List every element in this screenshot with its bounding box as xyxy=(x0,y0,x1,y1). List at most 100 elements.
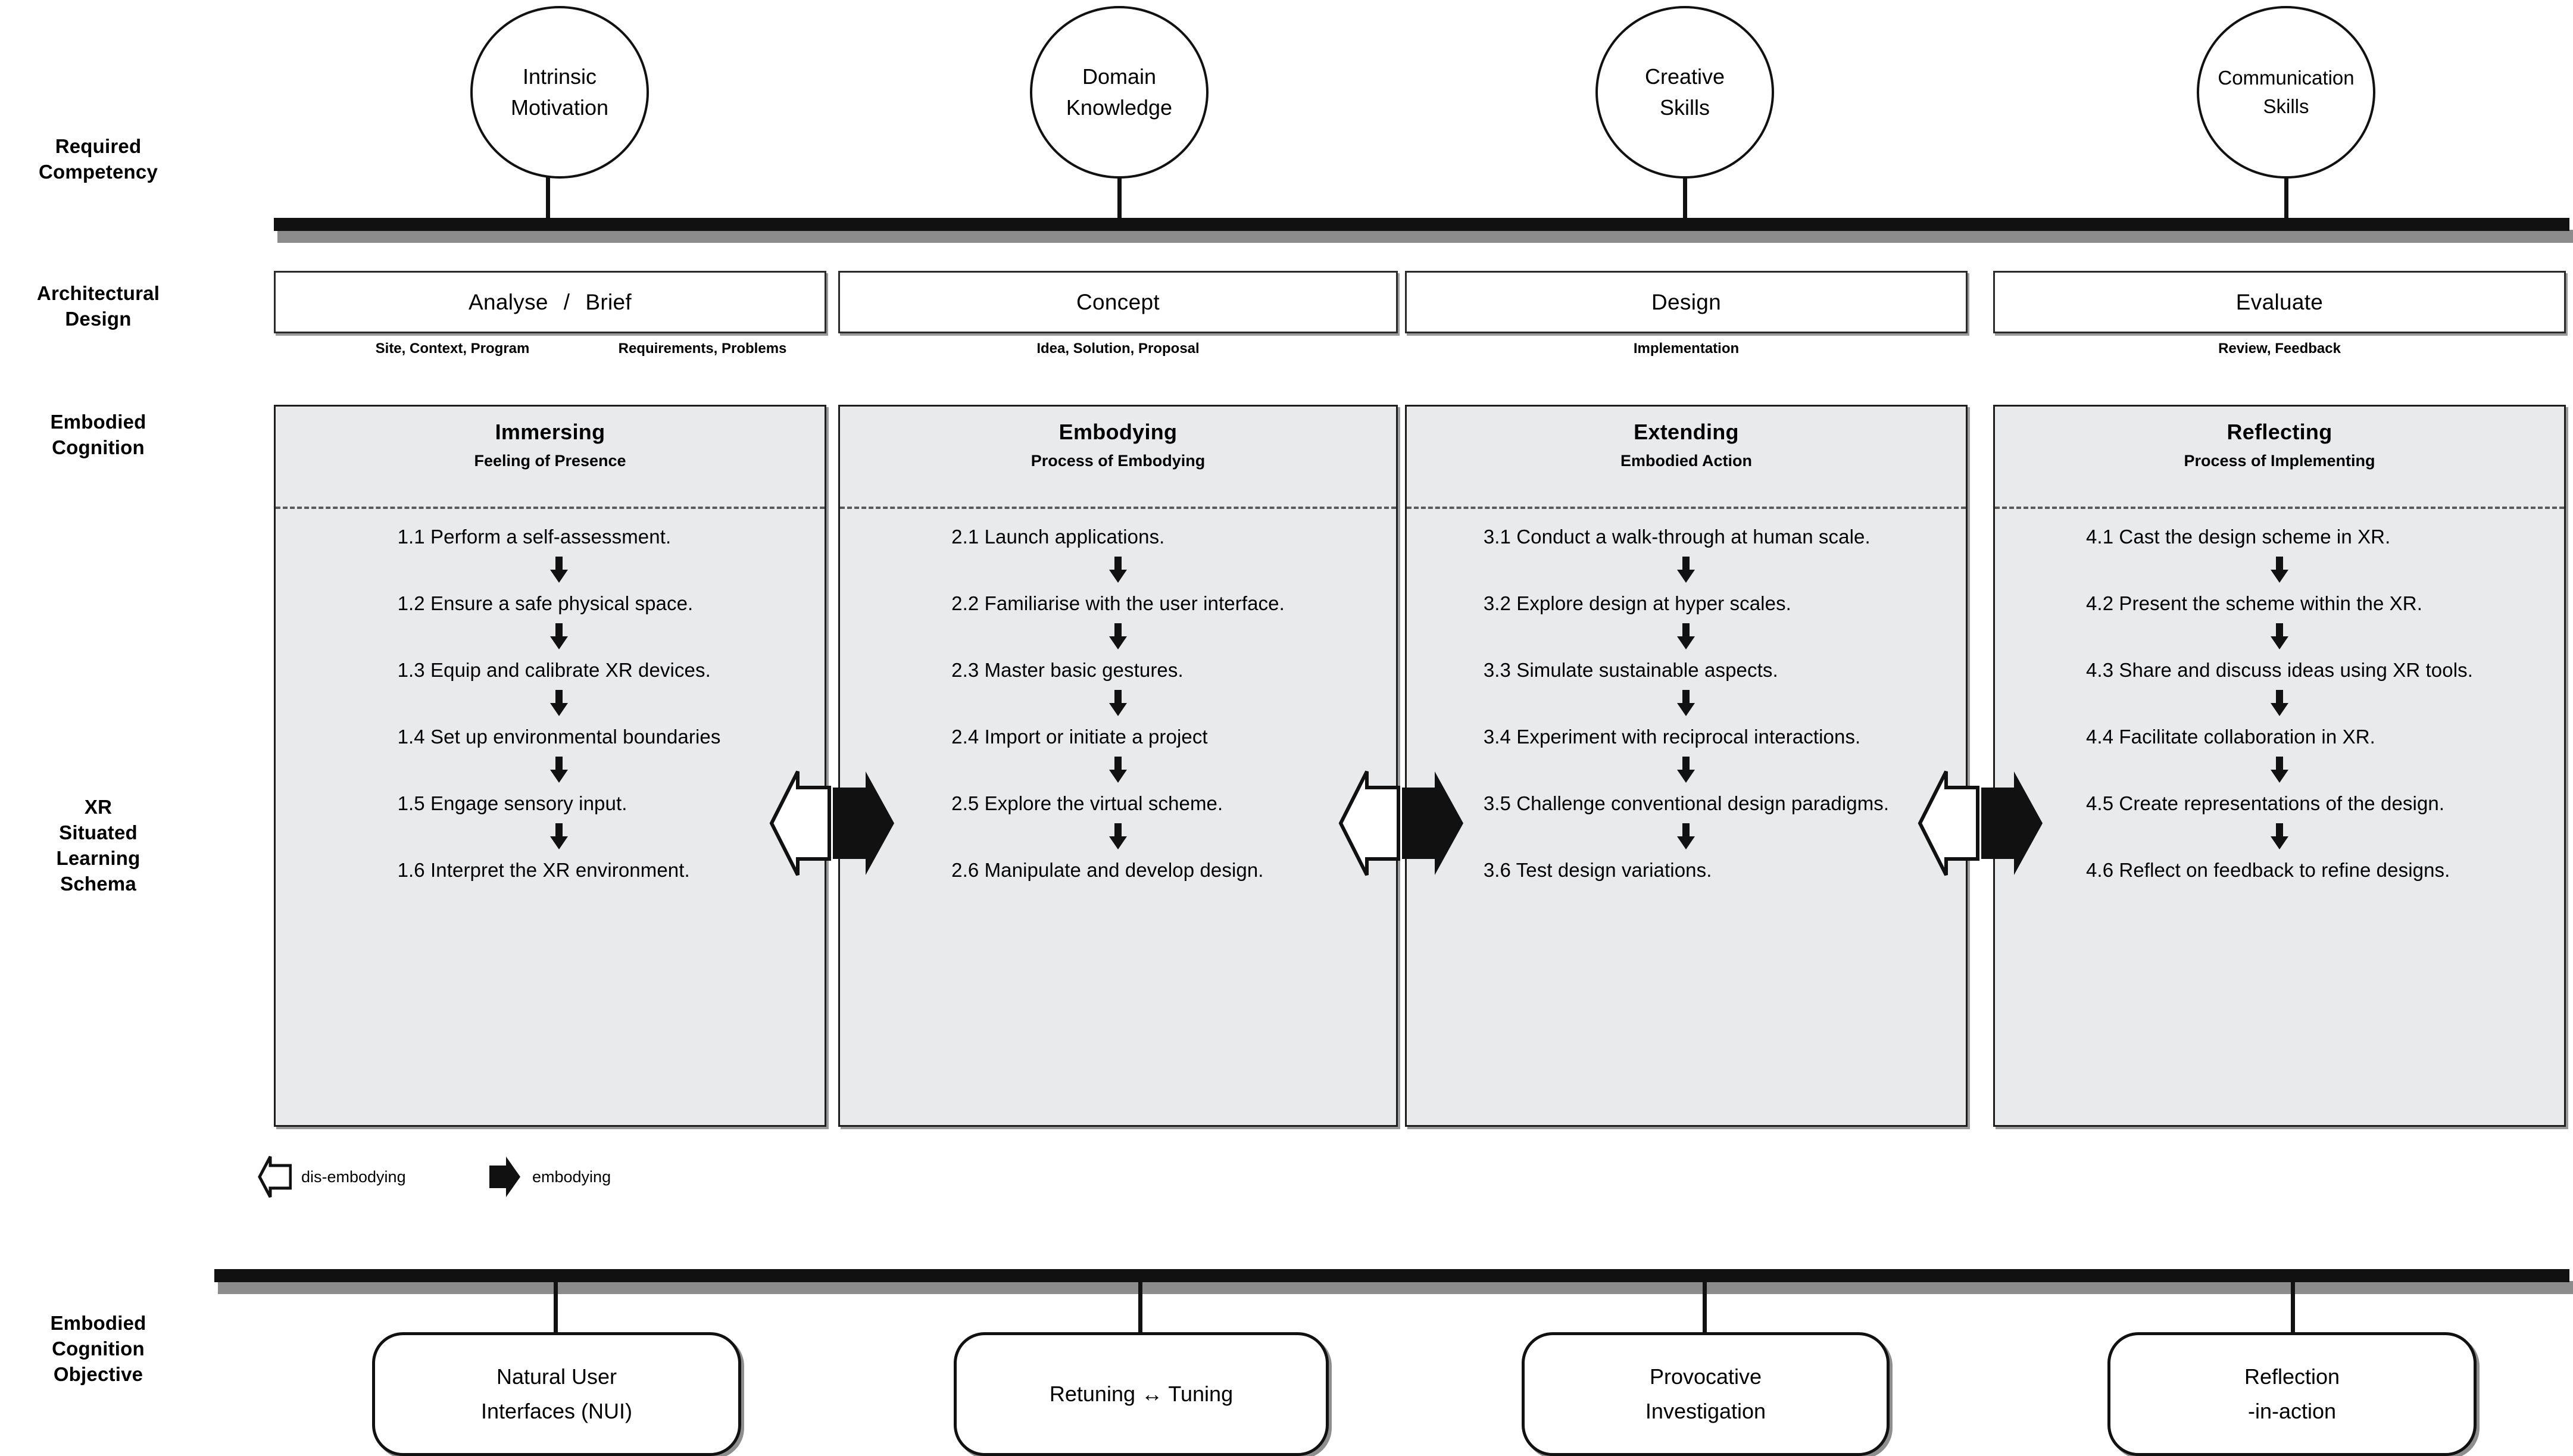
schema-step[interactable]: 2.6 Manipulate and develop design. xyxy=(951,859,1264,881)
down-arrow-icon xyxy=(1677,690,1695,716)
schema-step[interactable]: 4.1 Cast the design scheme in XR. xyxy=(2085,526,2391,548)
top-rail xyxy=(274,218,2569,231)
stage-title-right: Brief xyxy=(585,289,632,314)
objective-stem-4 xyxy=(2291,1281,2295,1335)
schema-panel-immersing: Immersing Feeling of Presence 1.1 Perfor… xyxy=(274,405,826,1127)
panel-title: Reflecting xyxy=(2227,420,2332,444)
panel-step-list: 4.1 Cast the design scheme in XR. 4.2 Pr… xyxy=(1995,526,2564,882)
competency-label: Domain Knowledge xyxy=(1066,64,1173,120)
down-arrow-icon xyxy=(550,557,568,583)
stage-title-slash: / xyxy=(563,289,570,314)
down-arrow-icon xyxy=(2270,757,2288,783)
competency-label: Communication Skills xyxy=(2218,67,2355,117)
panel-divider xyxy=(1995,507,2564,509)
competency-circle-communication-skills[interactable]: Communication Skills xyxy=(2197,6,2375,179)
schema-step[interactable]: 3.3 Simulate sustainable aspects. xyxy=(1483,659,1778,681)
panel-title: Extending xyxy=(1634,420,1739,444)
panel-divider xyxy=(840,507,1396,509)
objective-stem-1 xyxy=(554,1281,558,1335)
objective-label: Natural User Interfaces (NUI) xyxy=(480,1364,633,1423)
panel-subtitle: Process of Implementing xyxy=(2184,452,2375,470)
schema-step[interactable]: 4.2 Present the scheme within the XR. xyxy=(2085,592,2422,614)
objective-stem-2 xyxy=(1138,1281,1142,1335)
row-label-xr-situated-learning-schema: XR Situated Learning Schema xyxy=(56,796,140,895)
schema-step[interactable]: 3.5 Challenge conventional design paradi… xyxy=(1483,792,1890,814)
schema-step[interactable]: 1.5 Engage sensory input. xyxy=(397,792,627,814)
schema-step[interactable]: 4.3 Share and discuss ideas using XR too… xyxy=(2085,659,2473,681)
schema-step[interactable]: 3.6 Test design variations. xyxy=(1483,859,1712,881)
panel-header: Reflecting Process of Implementing xyxy=(1995,420,2564,470)
down-arrow-icon xyxy=(2270,623,2288,649)
panel-subtitle: Embodied Action xyxy=(1620,452,1752,470)
competency-stem-2 xyxy=(1117,177,1122,225)
objective-box-provocative-investigation[interactable]: Provocative Investigation xyxy=(1522,1332,1890,1456)
competency-label: Intrinsic Motivation xyxy=(510,64,609,120)
schema-step[interactable]: 1.6 Interpret the XR environment. xyxy=(397,859,690,881)
objective-box-natural-user-interfaces[interactable]: Natural User Interfaces (NUI) xyxy=(372,1332,741,1456)
down-arrow-icon xyxy=(1108,823,1127,849)
competency-circle-creative-skills[interactable]: Creative Skills xyxy=(1595,6,1774,179)
competency-stem-3 xyxy=(1683,177,1687,225)
schema-step[interactable]: 1.2 Ensure a safe physical space. xyxy=(397,592,694,614)
stage-title: Design xyxy=(1651,289,1721,314)
bottom-rail-shadow xyxy=(218,1281,2573,1294)
schema-step[interactable]: 3.2 Explore design at hyper scales. xyxy=(1483,592,1791,614)
competency-circle-intrinsic-motivation[interactable]: Intrinsic Motivation xyxy=(470,6,649,179)
down-arrow-icon xyxy=(2270,557,2288,583)
schema-step[interactable]: 2.2 Familiarise with the user interface. xyxy=(951,592,1285,614)
schema-step[interactable]: 2.1 Launch applications. xyxy=(951,526,1165,548)
schema-step[interactable]: 2.5 Explore the virtual scheme. xyxy=(951,792,1223,814)
down-arrow-icon xyxy=(2270,823,2288,849)
stage-box-analyse-brief[interactable]: Analyse / Brief xyxy=(274,271,826,333)
stage-sub-site-context-program: Site, Context, Program xyxy=(375,340,530,357)
schema-step[interactable]: 1.1 Perform a self-assessment. xyxy=(397,526,672,548)
dis-embodying-embodying-double-arrow-2 xyxy=(1338,770,1463,876)
schema-step[interactable]: 3.4 Experiment with reciprocal interacti… xyxy=(1483,726,1861,748)
schema-step[interactable]: 4.5 Create representations of the design… xyxy=(2085,792,2445,814)
panel-step-list: 3.1 Conduct a walk-through at human scal… xyxy=(1407,526,1966,882)
stage-sub-requirements-problems: Requirements, Problems xyxy=(618,340,787,357)
panel-header: Immersing Feeling of Presence xyxy=(276,420,825,470)
row-label-embodied-cognition: Embodied Cognition xyxy=(50,411,146,458)
schema-step[interactable]: 2.4 Import or initiate a project xyxy=(951,726,1208,748)
schema-step[interactable]: 2.3 Master basic gestures. xyxy=(951,659,1184,681)
competency-label: Creative Skills xyxy=(1644,64,1725,120)
stage-box-evaluate[interactable]: Evaluate xyxy=(1993,271,2566,333)
schema-step[interactable]: 1.3 Equip and calibrate XR devices. xyxy=(397,659,711,681)
stage-sub-idea-solution-proposal: Idea, Solution, Proposal xyxy=(1036,340,1200,357)
objective-box-reflection-in-action[interactable]: Reflection -in-action xyxy=(2107,1332,2477,1456)
down-arrow-icon xyxy=(1677,557,1695,583)
stage-box-design[interactable]: Design xyxy=(1405,271,1968,333)
panel-header: Embodying Process of Embodying xyxy=(840,420,1396,470)
schema-panel-reflecting: Reflecting Process of Implementing 4.1 C… xyxy=(1993,405,2566,1127)
panel-step-list: 2.1 Launch applications. 2.2 Familiarise… xyxy=(840,526,1396,882)
panel-subtitle: Process of Embodying xyxy=(1031,452,1206,470)
panel-title: Immersing xyxy=(495,420,605,444)
stage-box-concept[interactable]: Concept xyxy=(838,271,1398,333)
legend-label: embodying xyxy=(532,1167,611,1186)
schema-step[interactable]: 4.6 Reflect on feedback to refine design… xyxy=(2085,859,2450,881)
down-arrow-icon xyxy=(550,623,568,649)
stage-sub-review-feedback: Review, Feedback xyxy=(2218,340,2341,357)
schema-step[interactable]: 1.4 Set up environmental boundaries xyxy=(397,726,721,748)
down-arrow-icon xyxy=(1108,623,1127,649)
down-arrow-icon xyxy=(550,757,568,783)
down-arrow-icon xyxy=(2270,690,2288,716)
competency-stem-4 xyxy=(2284,177,2288,225)
stage-title: Evaluate xyxy=(2235,289,2324,314)
down-arrow-icon xyxy=(1108,690,1127,716)
down-arrow-icon xyxy=(1108,557,1127,583)
stage-title: Concept xyxy=(1076,289,1160,314)
schema-step[interactable]: 4.4 Facilitate collaboration in XR. xyxy=(2085,726,2375,748)
panel-step-list: 1.1 Perform a self-assessment. 1.2 Ensur… xyxy=(276,526,825,882)
panel-header: Extending Embodied Action xyxy=(1407,420,1966,470)
panel-subtitle: Feeling of Presence xyxy=(474,452,626,470)
panel-divider xyxy=(1407,507,1966,509)
objective-box-retuning-tuning[interactable]: Retuning ↔ Tuning xyxy=(954,1332,1329,1456)
schema-step[interactable]: 3.1 Conduct a walk-through at human scal… xyxy=(1483,526,1871,548)
competency-circle-domain-knowledge[interactable]: Domain Knowledge xyxy=(1030,6,1209,179)
legend-label: dis-embodying xyxy=(301,1167,406,1186)
stage-sub-implementation: Implementation xyxy=(1633,340,1740,357)
top-rail-shadow xyxy=(277,230,2573,243)
